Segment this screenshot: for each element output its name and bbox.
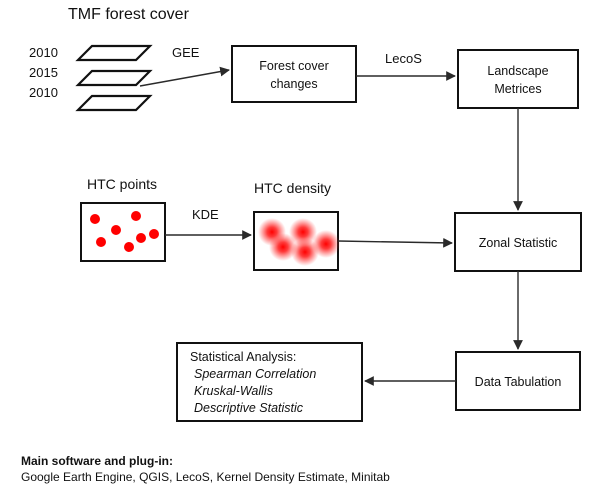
landscape-metrices-box	[457, 49, 579, 109]
zonal-box-label: Zonal Statistic	[479, 236, 558, 250]
landscape-box-line: Landscape	[487, 64, 548, 78]
data-tabulation-box	[455, 351, 581, 411]
arrow-density-to-zonal	[337, 237, 453, 248]
landscape-box-line: Metrices	[494, 82, 541, 96]
tmf-forest-cover-title: TMF forest cover	[68, 6, 190, 23]
density-blob	[312, 230, 340, 258]
kde-label: KDE	[192, 207, 219, 222]
htc-points-title: HTC points	[87, 176, 157, 192]
htc-point-dot	[111, 225, 121, 235]
zonal-statistic-box	[454, 212, 582, 272]
year-label: 2010	[29, 45, 58, 60]
lecos-label: LecoS	[385, 51, 422, 66]
density-blob	[291, 238, 319, 266]
layer-2010-bottom	[75, 94, 153, 112]
year-label: 2015	[29, 65, 58, 80]
software-list: Google Earth Engine, QGIS, LecoS, Kernel…	[21, 470, 390, 484]
year-label: 2010	[29, 85, 58, 100]
stat-item: Spearman Correlation	[194, 367, 316, 381]
arrow-layers-to-forest	[139, 66, 230, 87]
forest-cover-changes-box	[231, 45, 357, 103]
stat-item: Kruskal-Wallis	[194, 384, 273, 398]
forest-box-line: Forest cover	[259, 59, 328, 73]
layer-2010-top	[75, 44, 153, 62]
htc-density-title: HTC density	[254, 180, 331, 196]
software-title: Main software and plug-in:	[21, 454, 173, 468]
htc-point-dot	[136, 233, 146, 243]
gee-label: GEE	[172, 45, 200, 60]
forest-box-line: changes	[270, 77, 317, 91]
htc-point-dot	[96, 237, 106, 247]
layer-2015	[75, 69, 153, 87]
htc-density-blobs	[258, 218, 340, 266]
density-blob	[269, 233, 297, 261]
htc-point-dot	[90, 214, 100, 224]
stat-item: Descriptive Statistic	[194, 401, 304, 415]
htc-point-dot	[124, 242, 134, 252]
htc-points-dots	[90, 211, 159, 252]
data-tab-box-label: Data Tabulation	[475, 375, 562, 389]
stat-title: Statistical Analysis:	[190, 350, 296, 364]
statistical-analysis-box	[176, 342, 363, 422]
htc-point-dot	[131, 211, 141, 221]
htc-point-dot	[149, 229, 159, 239]
